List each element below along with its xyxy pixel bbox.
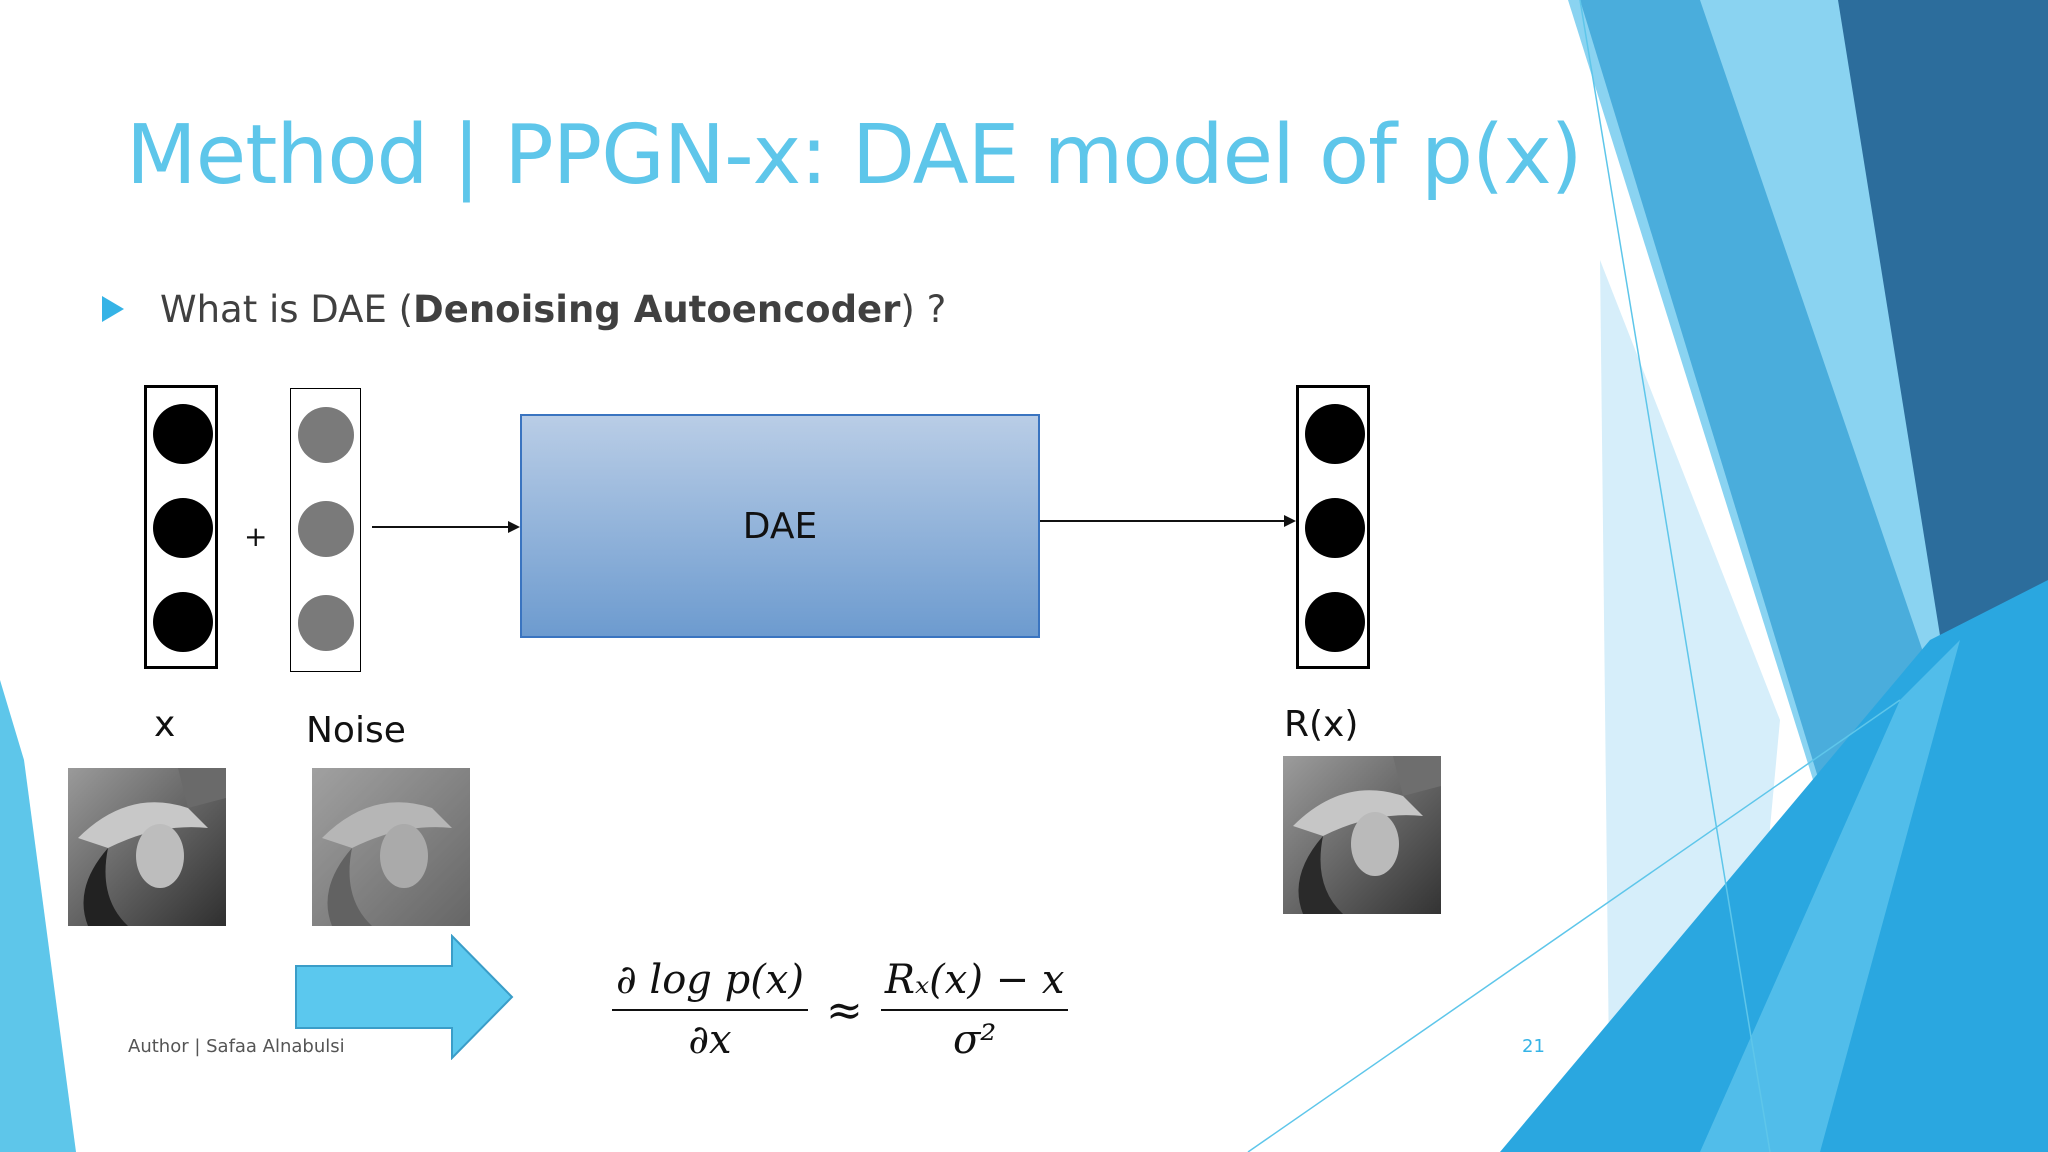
- slide-title: Method | PPGN-x: DAE model of p(x): [126, 108, 1583, 203]
- bg-shape-lightblue-lower: [1700, 640, 1960, 1152]
- bg-thin-line-2: [1247, 699, 1901, 1152]
- bullet-suffix: ) ?: [900, 287, 947, 331]
- plus-sign: +: [244, 520, 268, 553]
- output-vector-rx: [1296, 385, 1370, 669]
- formula-rhs-numerator: Rₓ(x) − x: [884, 957, 1065, 1003]
- input-node-2: [153, 498, 213, 558]
- bullet-item: What is DAE (Denoising Autoencoder) ?: [102, 284, 946, 334]
- photo-noisy: [312, 768, 470, 926]
- noise-node-1: [298, 407, 354, 463]
- input-node-1: [153, 404, 213, 464]
- page-number: 21: [1522, 1036, 1545, 1057]
- dae-block-label: DAE: [742, 505, 818, 547]
- bullet-text: What is DAE (Denoising Autoencoder) ?: [160, 288, 946, 331]
- input-node-3: [153, 592, 213, 652]
- formula-lhs-bar: [612, 1009, 808, 1011]
- bg-shape-left-sliver: [0, 680, 76, 1152]
- bullet-prefix: What is DAE (: [160, 287, 414, 331]
- output-node-3: [1305, 592, 1365, 652]
- bg-shape-dark: [1838, 0, 2048, 760]
- label-x: x: [154, 704, 176, 745]
- output-node-1: [1305, 404, 1365, 464]
- bullet-bold-term: Denoising Autoencoder: [413, 287, 901, 331]
- label-output: R(x): [1284, 704, 1359, 745]
- noise-node-3: [298, 595, 354, 651]
- formula-lhs: ∂ log p(x) ∂x: [612, 957, 808, 1063]
- input-vector-x: [144, 385, 218, 669]
- noise-vector: [290, 388, 361, 672]
- formula-approx-sign: ≈: [825, 984, 863, 1036]
- output-node-2: [1305, 498, 1365, 558]
- label-noise: Noise: [306, 710, 406, 751]
- footer-author: Author | Safaa Alnabulsi: [128, 1036, 345, 1057]
- block-arrow-icon: [295, 934, 514, 1060]
- formula-rhs-denominator: σ²: [952, 1017, 997, 1063]
- dae-block: DAE: [520, 414, 1040, 638]
- bullet-triangle-icon: [102, 296, 124, 322]
- output-arrowhead: [1284, 515, 1296, 527]
- photo-clean-x: [68, 768, 226, 926]
- score-formula: ∂ log p(x) ∂x ≈ Rₓ(x) − x σ²: [612, 955, 1069, 1065]
- formula-lhs-denominator: ∂x: [688, 1017, 732, 1063]
- photo-reconstructed: [1283, 756, 1441, 914]
- bg-thin-line-1: [1579, 0, 1771, 1152]
- formula-lhs-numerator: ∂ log p(x): [616, 957, 804, 1003]
- noise-node-2: [298, 501, 354, 557]
- formula-rhs-bar: [880, 1009, 1069, 1011]
- formula-rhs: Rₓ(x) − x σ²: [880, 957, 1069, 1063]
- input-arrowhead: [508, 521, 520, 533]
